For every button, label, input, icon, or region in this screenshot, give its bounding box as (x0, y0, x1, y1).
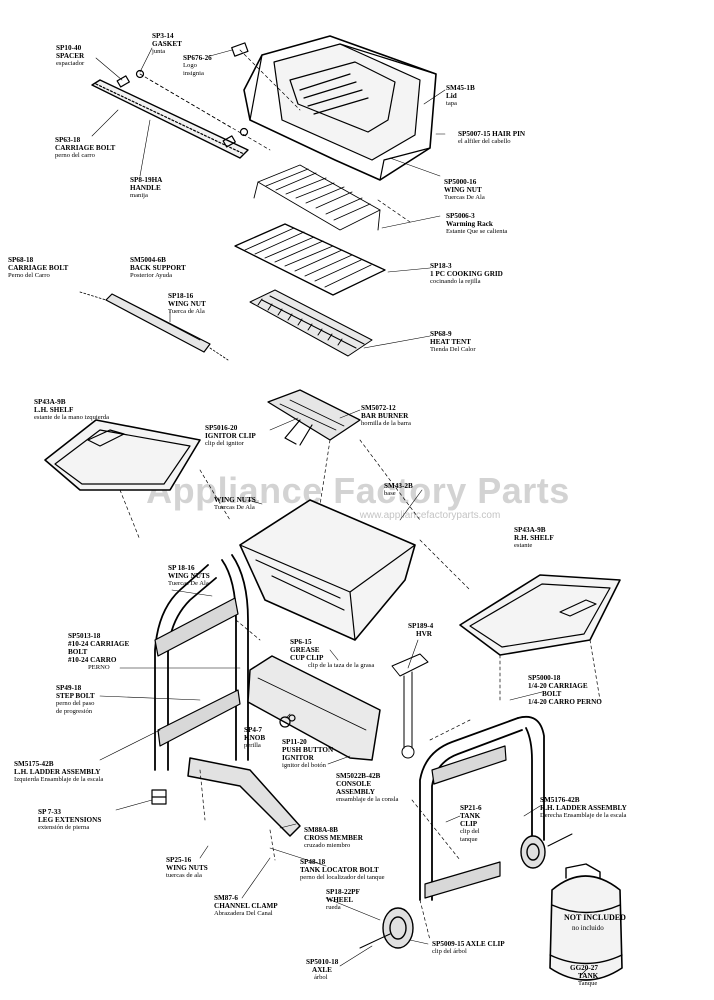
rh-ladder-drawing (419, 715, 545, 901)
propane-tank-drawing (549, 863, 623, 981)
bar-burner-drawing (267, 389, 361, 446)
base-drawing (239, 499, 416, 641)
lid-drawing (231, 35, 437, 181)
tank-not-included-note: no incluido (572, 924, 604, 932)
console-drawing (247, 655, 381, 761)
cooking-grid-drawing (234, 223, 386, 296)
back-support-drawing (79, 291, 229, 361)
warming-rack-drawing (253, 164, 381, 231)
rh-shelf-drawing (459, 574, 621, 656)
lh-shelf-drawing (44, 419, 201, 491)
not-included-label: NOT INCLUDED (564, 913, 626, 922)
assembly-dashed-lines (119, 49, 601, 941)
watermark-title: Appliance Factory Parts (146, 470, 570, 511)
leg-extension-drawing (151, 789, 167, 805)
lh-ladder-drawing (154, 554, 249, 771)
handle-assembly-drawing (91, 69, 249, 159)
leader-lines (91, 47, 589, 977)
hvr-drawing (391, 653, 429, 759)
cross-member-drawing (187, 757, 301, 837)
wheel-drawing (359, 833, 573, 949)
watermark-url: www.appliancefactoryparts.com (359, 510, 501, 521)
heat-tent-drawing (249, 289, 373, 357)
